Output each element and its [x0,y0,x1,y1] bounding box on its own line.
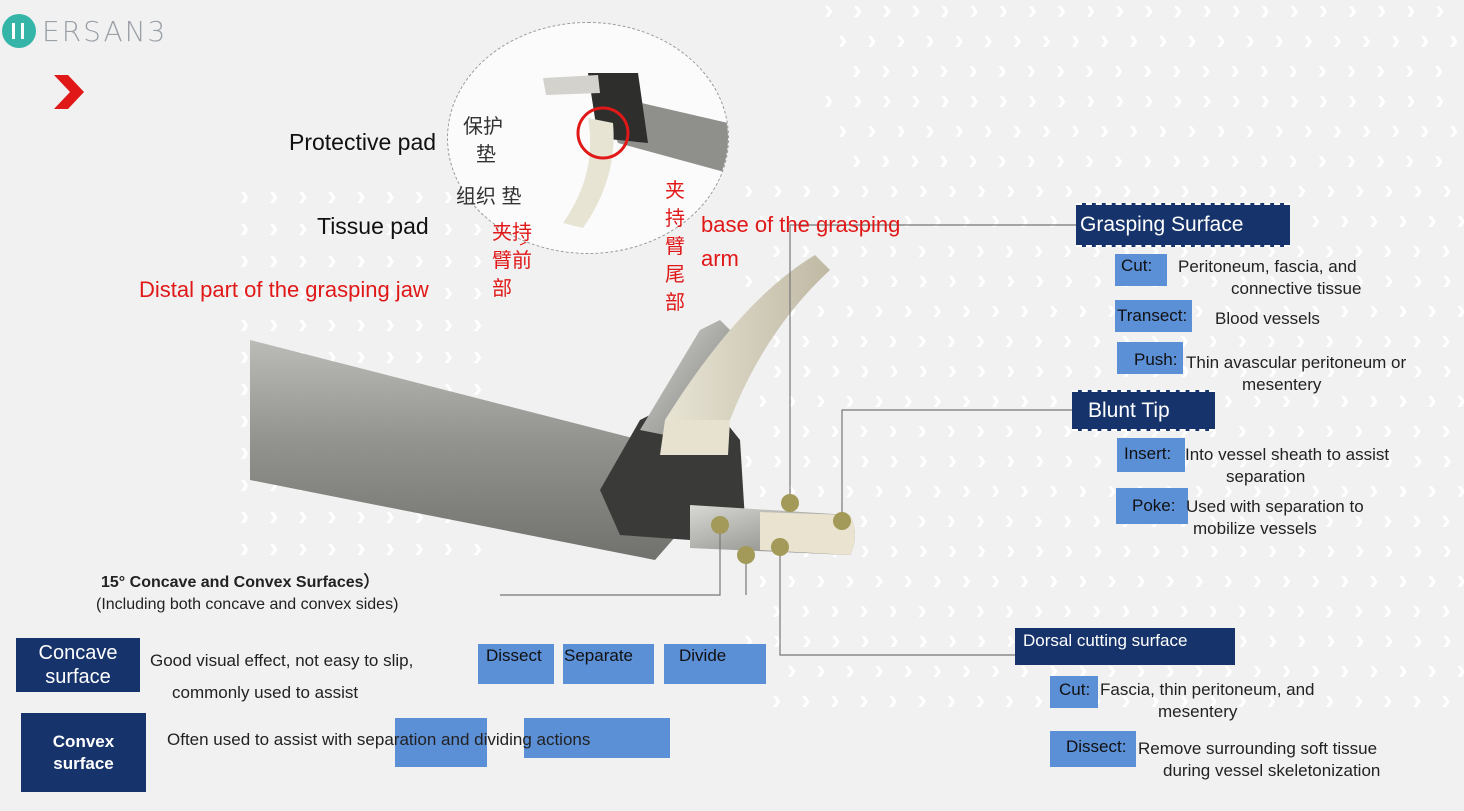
chevron-row: › › › › › › › › › › › › [240,244,500,275]
protective-pad-cn-label: 保护 [463,116,503,138]
tissue-pad-label: Tissue pad [317,213,429,239]
concave-dissect-chip: Dissect [478,644,554,684]
grasping-cut-chip: Cut: [1115,254,1167,286]
grasping-push-desc-2: mesentery [1242,375,1322,394]
chevron-row: › › › › › › › › › › › › › › › › › › › › … [824,0,1464,25]
concave-desc-2: commonly used to assist [172,683,359,702]
chevron-row: › › › › › › › › › › › › [240,276,500,307]
base-cn-label-2: 持 [665,208,685,230]
grasping-transect-chip: Transect: [1115,300,1192,332]
chevron-row: › › › › › › › › › › › › › › › › › › › › … [772,684,1464,715]
grasping-cut-desc-1: Peritoneum, fascia, and [1178,257,1357,276]
concave-desc-1: Good visual effect, not easy to slip, [150,651,414,670]
convex-desc-pre: Often used to assist with [167,730,357,749]
dorsal-dissect-chip: Dissect: [1050,731,1136,767]
blunt-poke-desc-1: Used with separation to [1186,497,1364,516]
convex-label-line-1: Convex [52,731,115,751]
concave-separate-chip: Separate [563,644,654,684]
distal-cn-label-3: 部 [492,278,512,300]
chevron-row: › › › › › › › › › › › › › › › › › › › › … [758,474,1464,505]
grasping-transect-desc: Blood vessels [1215,309,1320,328]
zoom-detail-illustration [543,73,728,228]
callout-dot-concave [711,516,729,534]
chevron-row: › › › › › › › › › › › › › › › › › › › › … [744,264,1464,295]
chevron-row: › › › › › › › › › › › › [240,212,500,243]
dorsal-title-text: Dorsal cutting surface [1023,630,1188,650]
base-of-grasping-arm-label-2: arm [701,246,739,271]
convex-desc-mid: and [436,730,475,749]
convex-surface-label: Convex surface [21,713,146,792]
chevron-row: › › › › › › › › › › › › › › › › › › › › … [772,594,1464,625]
dorsal-cut-desc-2: mesentery [1158,702,1238,721]
protective-pad-cn-label-2: 垫 [476,144,496,166]
logo-icon [2,14,36,48]
distal-part-label: Distal part of the grasping jaw [139,277,429,302]
concave-label-line-1: Concave [38,642,118,664]
chevron-row: › › › › › › › › › › › › [240,532,500,563]
convex-dividing-chip-bg [524,718,670,758]
chevron-row: › › › › › › › › › › › › › › › › › › › › … [838,24,1464,55]
callout-dot-dorsal [771,538,789,556]
chevron-row: › › › › › › › › › › › › › › › › › › › › … [744,174,1464,205]
dorsal-dissect-desc-2: during vessel skeletonization [1163,761,1381,780]
chevron-row: › › › › › › › › › › › › › › › › › › › › … [744,444,1464,475]
blunt-poke-desc-2: mobilize vessels [1193,519,1317,538]
zoom-detail-circle [447,22,729,254]
tissue-pad-cn-label: 组织 垫 [456,186,522,208]
distal-cn-label-2: 臂前 [492,250,532,272]
grasping-cut-desc-2: connective tissue [1231,279,1362,298]
convex-desc: Often used to assist with separation and… [167,729,590,751]
convex-separation-chip: separation [356,730,437,749]
base-cn-label-5: 部 [665,292,685,314]
concave-label-line-2: surface [45,666,111,688]
blunt-tip-title: Blunt Tip [1072,390,1215,431]
callout-dot-blunt-tip [833,512,851,530]
blunt-insert-desc-2: separation [1226,467,1306,486]
chevron-row: › › › › › › › › › › › › › › › › › › › › … [758,294,1464,325]
dorsal-cut-desc-1: Fascia, thin peritoneum, and [1100,680,1315,699]
callout-dot-grasping [781,494,799,512]
chevron-row: › › › › › › › › › › › › › › › › › › › › … [852,144,1464,175]
blunt-insert-desc-1: Into vessel sheath to assist [1185,445,1390,464]
distal-cn-label-1: 夹持 [492,222,532,244]
base-of-grasping-arm-label: base of the grasping [701,212,901,237]
base-cn-label-4: 尾 [665,264,685,286]
chevron-row: › › › › › › › › › › › › › › › › › › › › … [758,564,1464,595]
chevron-row: › › › › › › › › › › › › [240,180,500,211]
convex-dividing-chip: dividing actions [474,730,591,749]
callout-dot-convex [737,546,755,564]
dorsal-cutting-surface-title: Dorsal cutting surface [1015,628,1235,665]
logo-text: ERSAN3 [42,14,168,48]
chevron-row: › › › › › › › › › › › › › › › › › › › › … [824,84,1464,115]
protective-pad-label: Protective pad [289,129,437,155]
convex-label-line-2: surface [53,753,114,773]
chevron-row: › › › › › › › › › › › › [240,308,500,339]
blunt-tip-title-text: Blunt Tip [1088,398,1170,422]
dorsal-cut-chip: Cut: [1050,676,1098,708]
grasping-surface-title-text: Grasping Surface [1080,213,1244,236]
company-logo: ERSAN3 [2,14,167,48]
base-cn-label-1: 夹 [665,180,685,202]
concave-divide-chip: Divide [664,644,766,684]
chevron-row: › › › › › › › › › › › › › › › › › › › › … [852,54,1464,85]
convex-separation-chip-bg [395,718,487,767]
concave-surface-label: Concave surface [16,638,140,692]
blunt-insert-chip: Insert: [1117,438,1185,472]
surfaces-title: 15° Concave and Convex Surfaces） [101,574,380,591]
red-chevron-icon [54,75,84,109]
base-cn-label-3: 臂 [665,236,685,258]
grasping-push-desc-1: Thin avascular peritoneum or [1186,353,1407,372]
surfaces-subtitle: (Including both concave and convex sides… [96,596,399,613]
grasping-surface-title: Grasping Surface [1076,203,1290,247]
chevron-row: › › › › › › › › › › › › › › › › › › › › … [838,114,1464,145]
grasping-push-chip: Push: [1117,342,1183,374]
dorsal-dissect-desc-1: Remove surrounding soft tissue [1138,739,1378,758]
blunt-poke-chip: Poke: [1116,488,1188,524]
chevron-row: › › › › › › › › › › › › › › › › › › › › … [744,534,1464,565]
chevron-row: › › › › › › › › › › › › › › › › › › › › … [744,354,1464,385]
